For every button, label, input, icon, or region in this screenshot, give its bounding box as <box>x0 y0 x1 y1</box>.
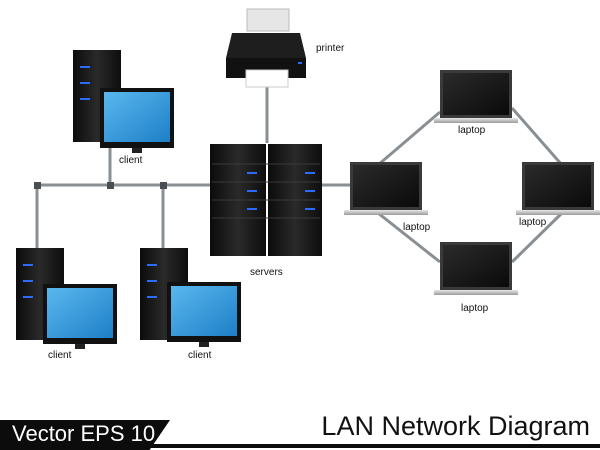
server-led <box>305 172 315 174</box>
tower-led <box>23 264 33 266</box>
vector-eps-badge: Vector EPS 10. <box>0 420 170 450</box>
printer-body <box>226 33 306 58</box>
tower-led <box>147 264 157 266</box>
monitor-stand <box>132 148 142 153</box>
laptop-top-label: laptop <box>458 125 486 136</box>
printer-device: printer <box>226 8 345 88</box>
client-bottom-mid-label: client <box>188 350 212 361</box>
tower-led <box>23 296 33 298</box>
tower-led <box>23 280 33 282</box>
laptop-base <box>516 210 600 215</box>
server-led <box>305 190 315 192</box>
cable-laptop-left-bottom <box>377 211 441 264</box>
joint <box>107 182 114 189</box>
printer-paper-in <box>246 8 290 32</box>
server-led <box>247 190 257 192</box>
servers-label: servers <box>250 267 283 278</box>
laptop-bottom: laptop <box>434 242 518 314</box>
laptop-screen <box>353 165 419 207</box>
laptop-screen <box>525 165 591 207</box>
title-underline <box>150 444 600 448</box>
server-led <box>247 208 257 210</box>
printer-paper-out <box>245 69 289 88</box>
laptop-screen <box>443 245 509 287</box>
server-led <box>247 172 257 174</box>
monitor-stand <box>199 342 209 347</box>
client-top-workstation: client <box>73 50 174 166</box>
servers-rack: servers <box>210 144 322 278</box>
laptop-base <box>434 118 518 123</box>
cable-laptop-bottom-right <box>510 211 564 264</box>
server-bays <box>212 163 320 219</box>
server-led <box>305 208 315 210</box>
laptop-base <box>434 290 518 295</box>
laptop-right: laptop <box>516 162 600 228</box>
laptop-left-label: laptop <box>403 222 431 233</box>
joint <box>160 182 167 189</box>
cable-laptop-top-right <box>510 107 564 166</box>
client-bottom-left-workstation: client <box>16 248 117 361</box>
printer-label: printer <box>316 43 345 54</box>
client-top-label: client <box>119 155 143 166</box>
printer-light <box>298 62 302 64</box>
tower-led <box>147 296 157 298</box>
joint <box>34 182 41 189</box>
tower-led <box>80 66 90 68</box>
client-bottom-left-label: client <box>48 350 72 361</box>
monitor-stand <box>75 344 85 349</box>
cable-joints <box>34 182 167 189</box>
tower-led <box>80 82 90 84</box>
laptop-screen <box>443 73 509 115</box>
laptop-top: laptop <box>434 70 518 136</box>
monitor-screen <box>171 286 237 336</box>
client-bottom-mid-workstation: client <box>140 248 241 361</box>
diagram-title: LAN Network Diagram <box>321 411 590 441</box>
server-leds <box>247 172 315 210</box>
tower-led <box>80 98 90 100</box>
laptop-right-label: laptop <box>519 217 547 228</box>
monitor-screen <box>104 92 170 142</box>
laptop-base <box>344 210 428 215</box>
network-cables <box>35 85 564 264</box>
tower-led <box>147 280 157 282</box>
cable-laptop-left-top <box>377 110 441 167</box>
badge-text: Vector EPS 10. <box>12 421 162 446</box>
monitor-screen <box>47 288 113 338</box>
laptop-bottom-label: laptop <box>461 303 489 314</box>
laptop-left: laptop <box>344 162 431 233</box>
